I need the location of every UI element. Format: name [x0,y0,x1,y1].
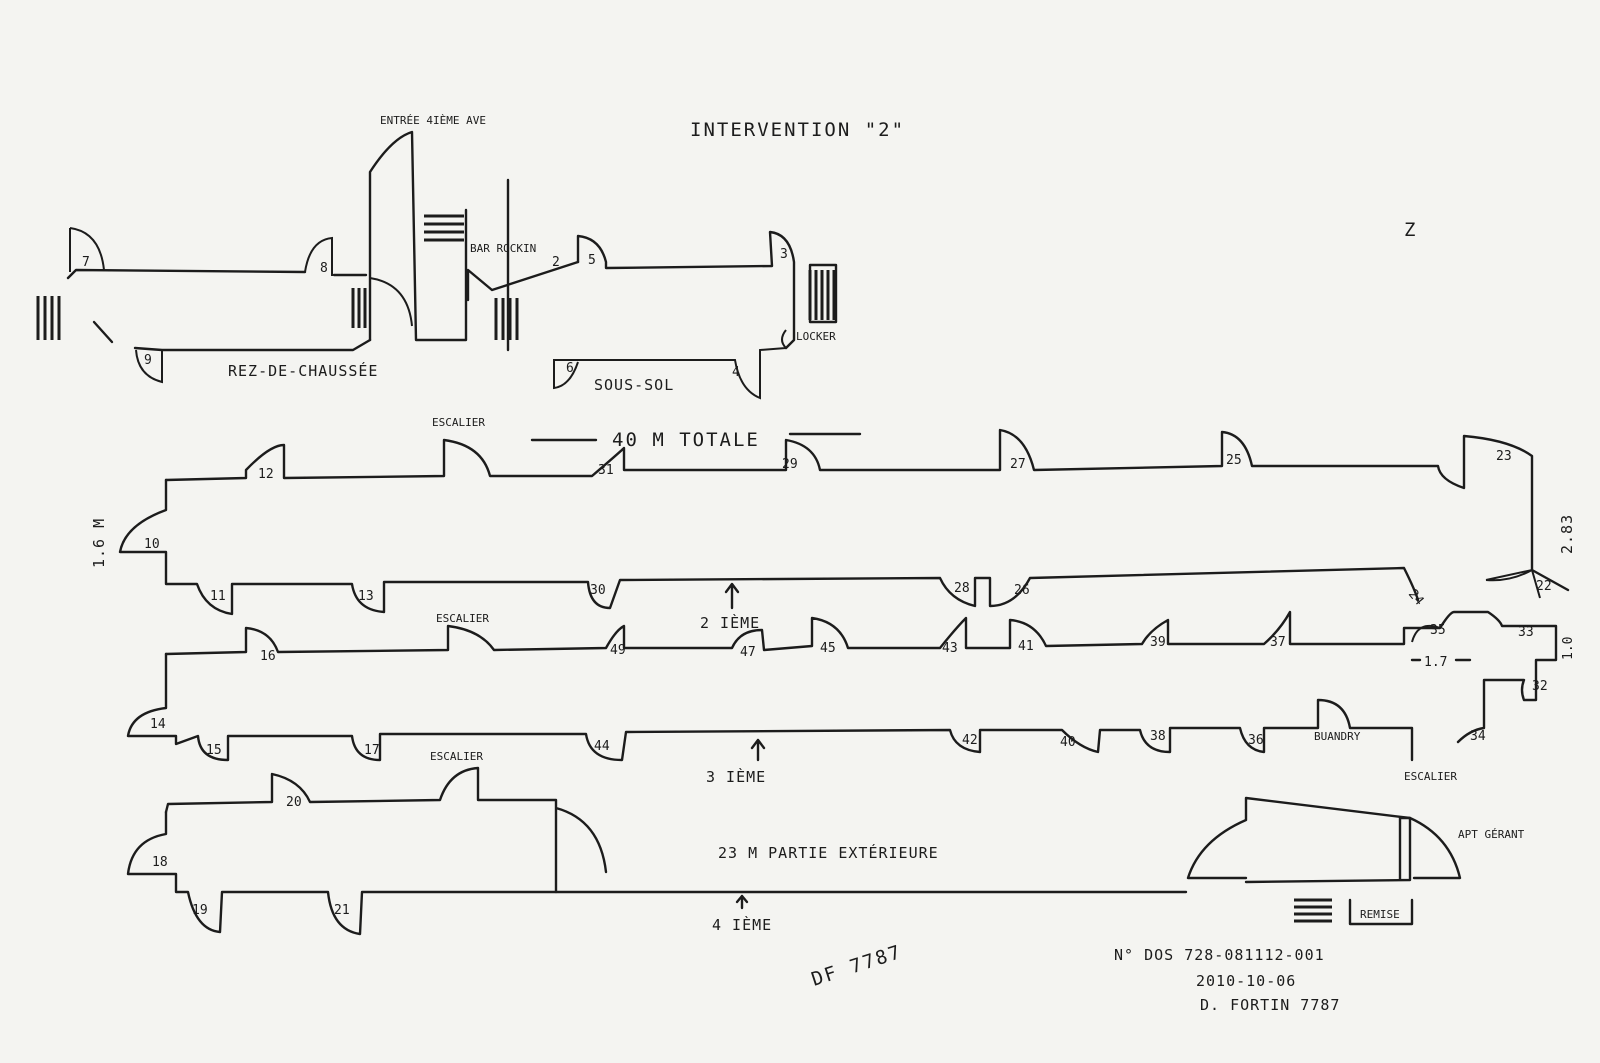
stairs-bar [494,298,519,340]
room-number: 18 [152,855,168,870]
entry-label: ENTRÉE 4IÈME AVE [380,114,486,127]
plan-title: INTERVENTION "2" [690,119,905,141]
room-number: 45 [820,641,836,656]
room-number: 37 [1270,635,1286,650]
room-number: 3 [780,247,788,262]
room-number: 2 [552,255,560,270]
room-number: 47 [740,645,756,660]
room-number: 14 [150,717,166,732]
room-number: 28 [954,581,970,596]
room-number: 38 [1150,729,1166,744]
room-number: 8 [320,261,328,276]
dossier-label: N° DOS 728-081112-001 [1114,946,1325,964]
room-number: 4 [732,365,740,380]
room-numbers: 2 3 4 5 6 7 8 9 10 11 12 13 14 15 16 17 … [82,247,1552,918]
room-number: 19 [192,903,208,918]
rez-label: REZ-DE-CHAUSSÉE [228,361,378,380]
escalier-label-4: ESCALIER [430,750,483,763]
room-number: 16 [260,649,276,664]
ground-and-basement-plan [36,130,838,400]
room-number: 31 [598,463,614,478]
room-number: 24 [1405,587,1427,609]
room-number: 13 [358,589,374,604]
room-number: 26 [1014,583,1030,598]
room-number: 6 [566,361,574,376]
room-number: 12 [258,467,274,482]
escalier-label-east: ESCALIER [1404,770,1457,783]
room-number: 36 [1248,733,1264,748]
total-length-label: 40 M TOTALE [612,429,760,451]
room-number: 20 [286,795,302,810]
stairs-locker [808,270,836,320]
room-number: 29 [782,457,798,472]
date-label: 2010-10-06 [1196,972,1296,990]
room-number: 7 [82,255,90,270]
author-label: D. FORTIN 7787 [1200,996,1340,1014]
remise-label: REMISE [1360,908,1400,921]
dimension-marks [530,432,1472,910]
escalier-label-3: ESCALIER [436,612,489,625]
dim-17-label: 1.7 [1424,655,1447,670]
bar-label: BAR ROCKIN [470,242,536,255]
room-number: 41 [1018,639,1034,654]
sous-sol-label: SOUS-SOL [594,376,674,394]
room-number: 22 [1536,579,1552,594]
third-floor-plan [126,610,1558,762]
partie-label: 23 M PARTIE EXTÉRIEURE [718,843,939,862]
room-number: 42 [962,733,978,748]
room-number: 49 [610,643,626,658]
room-number: 5 [588,253,596,268]
floor-3-label: 3 IÈME [706,767,766,786]
second-floor-plan [118,428,1570,616]
room-number: 35 [1430,623,1446,638]
apt-label: APT GÉRANT [1458,828,1525,841]
room-number: 32 [1532,679,1548,694]
room-number: 17 [364,743,380,758]
room-number: 40 [1060,735,1076,750]
stairs-entry [424,214,464,242]
room-number: 23 [1496,449,1512,464]
north-mark: Z [1404,219,1417,241]
room-number: 15 [206,743,222,758]
room-number: 11 [210,589,226,604]
room-number: 10 [144,537,160,552]
room-number: 21 [334,903,350,918]
room-number: 30 [590,583,606,598]
escalier-label-2: ESCALIER [432,416,485,429]
locker-label: LOCKER [796,330,836,343]
fourth-floor-plan [126,766,1462,936]
floor-2-label: 2 IÈME [700,613,760,632]
height-283-label: 2.83 [1558,514,1576,554]
floor-4-label: 4 IÈME [712,915,772,934]
room-number: 44 [594,739,610,754]
dim-10-label: 1.0 [1561,637,1576,660]
room-number: 9 [144,353,152,368]
text-labels: INTERVENTION "2" Z ENTRÉE 4IÈME AVE BAR … [90,114,1576,1014]
signature: DF 7787 [809,941,905,991]
room-number: 43 [942,641,958,656]
room-number: 27 [1010,457,1026,472]
room-number: 33 [1518,625,1534,640]
stairs-left [36,288,367,340]
room-number: 25 [1226,453,1242,468]
stairs-remise [1294,898,1332,923]
room-number: 39 [1150,635,1166,650]
height-16-label: 1.6 M [90,518,108,568]
room-number: 34 [1470,729,1486,744]
buandry-label: BUANDRY [1314,730,1361,743]
